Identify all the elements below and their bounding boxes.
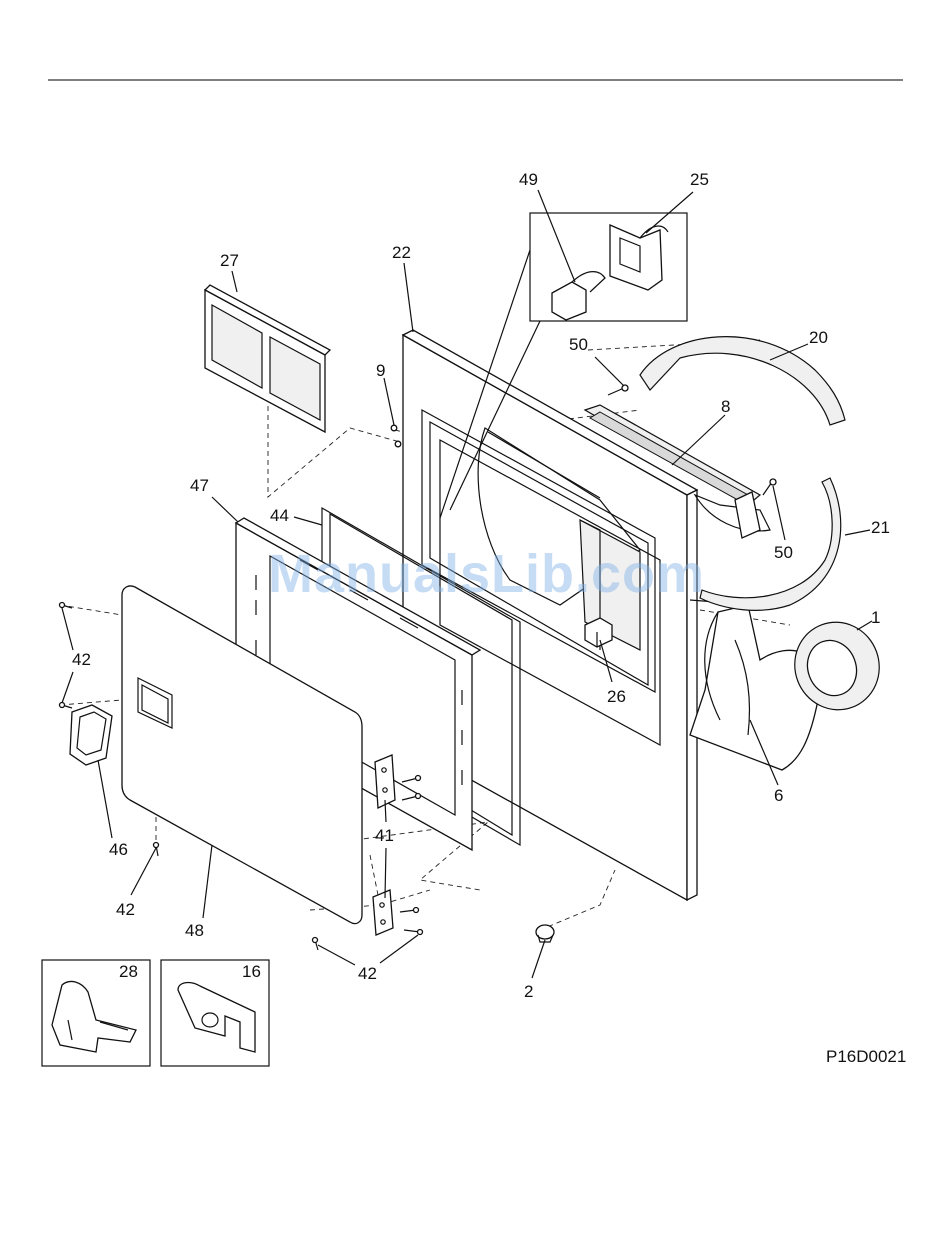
- callout-25: 25: [690, 170, 709, 189]
- drum-seal-part-20: [640, 337, 845, 425]
- callout-16: 16: [242, 962, 261, 981]
- callout-42-bottom: 42: [358, 964, 377, 983]
- hinge-part-41-lower: [373, 890, 393, 935]
- callout-8: 8: [721, 397, 730, 416]
- plug-part-2: [536, 925, 554, 942]
- callout-20: 20: [809, 328, 828, 347]
- callout-26: 26: [607, 687, 626, 706]
- watermark: ManualsLib.com: [268, 544, 705, 604]
- callout-47: 47: [190, 476, 209, 495]
- callout-6: 6: [774, 786, 783, 805]
- latch-part-49: [552, 272, 605, 320]
- handle-part-46: [70, 705, 112, 765]
- callout-46: 46: [109, 840, 128, 859]
- callout-41: 41: [375, 826, 394, 845]
- callout-48: 48: [185, 921, 204, 940]
- strike-part-25: [610, 225, 668, 290]
- callout-44: 44: [270, 506, 289, 525]
- callout-2: 2: [524, 982, 533, 1001]
- callout-1: 1: [871, 608, 880, 627]
- callout-9: 9: [376, 361, 385, 380]
- callout-22: 22: [392, 243, 411, 262]
- drawing-code: P16D0021: [826, 1047, 906, 1066]
- callout-27: 27: [220, 251, 239, 270]
- grille-part-27: [205, 285, 330, 432]
- callout-28: 28: [119, 962, 138, 981]
- screw-part-50-upper: [608, 385, 628, 395]
- callout-42-left: 42: [72, 650, 91, 669]
- callout-49: 49: [519, 170, 538, 189]
- callout-50-lower: 50: [774, 543, 793, 562]
- drum-seal-part-21: [700, 478, 841, 610]
- callout-42-bottom-left: 42: [116, 900, 135, 919]
- screw-part-9: [391, 425, 401, 447]
- callout-50-upper: 50: [569, 335, 588, 354]
- callout-21: 21: [871, 518, 890, 537]
